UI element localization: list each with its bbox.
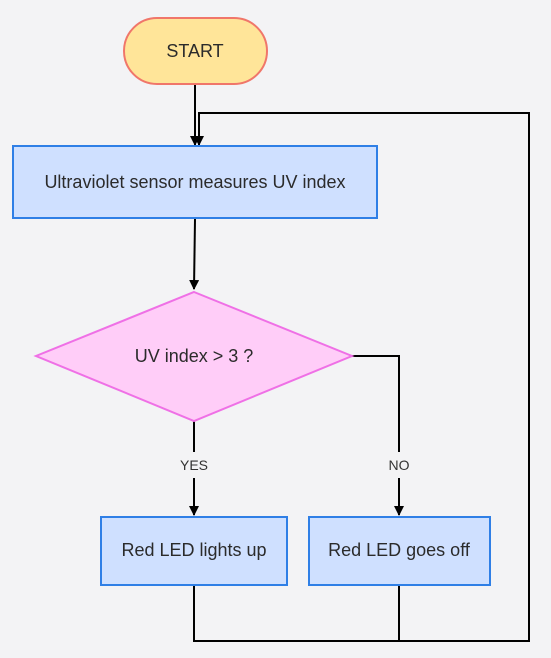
measure-node: Ultraviolet sensor measures UV index bbox=[12, 145, 378, 219]
measure-shape bbox=[12, 145, 378, 219]
no-label: NO bbox=[389, 457, 410, 473]
led-on-node: Red LED lights up bbox=[100, 516, 288, 586]
yes-label: YES bbox=[180, 457, 208, 473]
led-on-label: Red LED lights up bbox=[121, 540, 266, 560]
connector-no-branch bbox=[352, 355, 404, 516]
start-node: START bbox=[123, 17, 268, 85]
decision-shape bbox=[33, 290, 355, 423]
decision-node: UV index > 3 ? bbox=[33, 290, 355, 423]
measure-label: Ultraviolet sensor measures UV index bbox=[44, 172, 345, 192]
led-off-node: Red LED goes off bbox=[308, 516, 491, 586]
no-label-bg bbox=[384, 452, 414, 478]
start-label: START bbox=[166, 41, 223, 61]
led-off-shape bbox=[308, 516, 491, 586]
led-off-label: Red LED goes off bbox=[328, 540, 471, 560]
yes-label-bg bbox=[176, 452, 214, 478]
connector-loop-back bbox=[193, 112, 530, 642]
start-shape bbox=[123, 17, 268, 85]
connector-measure-to-decision bbox=[189, 218, 200, 290]
led-on-shape bbox=[100, 516, 288, 586]
decision-label: UV index > 3 ? bbox=[135, 346, 254, 366]
